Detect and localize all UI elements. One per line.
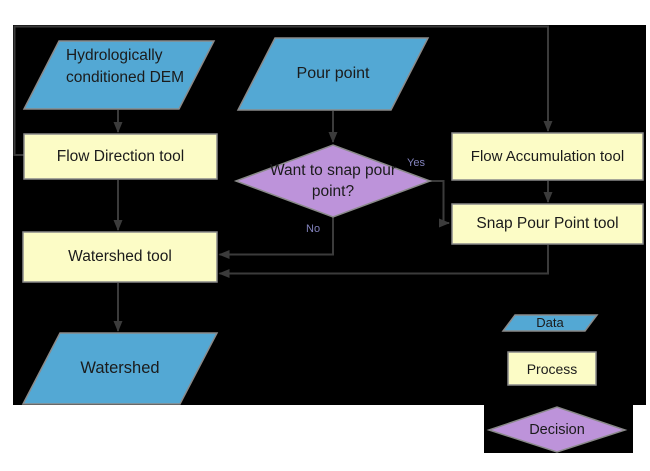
watershed-shape (21, 332, 219, 405)
snap-decision-shape (233, 144, 433, 218)
flow-accumulation-shape (451, 132, 644, 181)
watershed-tool-shape (22, 231, 218, 283)
edge-snap-pour-point-to-watershed-tool (218, 245, 549, 278)
snap-pour-point-shape (451, 203, 644, 245)
edge-flow-direction-to-flow-accumulation (13, 25, 553, 156)
dem-shape (22, 40, 216, 110)
edge-decision-no-to-watershed-tool (218, 217, 334, 259)
legend-data-shape (501, 314, 599, 332)
edge-decision-yes-to-snap-pour-point (430, 180, 450, 228)
flow-direction-shape (23, 133, 218, 180)
pour-point-shape (236, 37, 430, 111)
legend-process-shape (507, 351, 597, 386)
connectors (13, 25, 553, 332)
legend-decision-shape (486, 406, 628, 453)
